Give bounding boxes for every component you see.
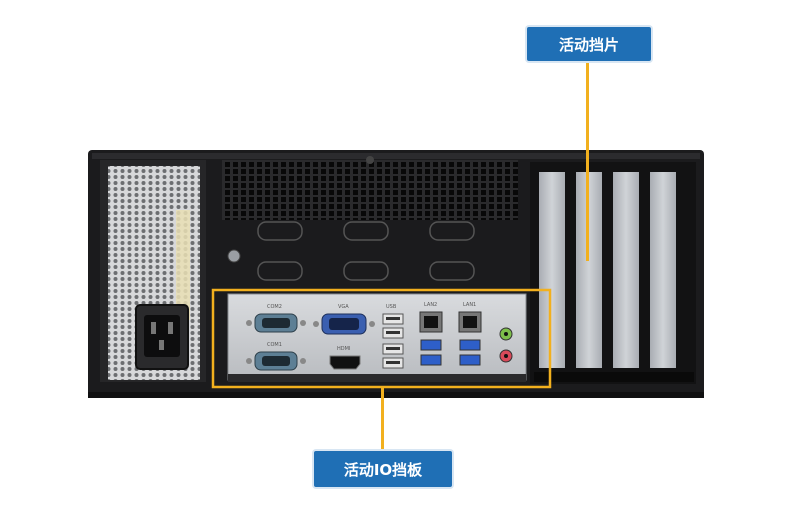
lan2-port[interactable]	[419, 311, 443, 333]
expansion-slot-brackets	[530, 162, 696, 384]
com2-port[interactable]	[246, 313, 306, 333]
ground-screw	[227, 249, 241, 263]
power-supply	[100, 160, 206, 382]
power-inlet[interactable]	[135, 304, 189, 370]
com1-label: COM1	[267, 342, 282, 348]
hdmi-port[interactable]	[329, 355, 361, 370]
vent-grill-top	[222, 160, 518, 220]
usb3-ports-a[interactable]	[420, 339, 442, 366]
lan1-port[interactable]	[458, 311, 482, 333]
usb3-ports-b[interactable]	[459, 339, 481, 366]
slot-leader-line	[586, 61, 589, 261]
com2-label: COM2	[267, 304, 282, 310]
vga-label: VGA	[338, 304, 349, 310]
vga-port[interactable]	[313, 313, 375, 335]
com1-port[interactable]	[246, 351, 306, 371]
slot-bracket-callout: 活动挡片	[527, 27, 651, 61]
usb-label: USB	[386, 304, 397, 310]
usb-ports[interactable]	[382, 313, 404, 369]
lan1-label: LAN1	[463, 302, 476, 308]
io-leader-line	[381, 387, 384, 451]
io-shield-callout: 活动IO挡板	[314, 451, 452, 487]
lan2-label: LAN2	[424, 302, 437, 308]
db-knockouts	[257, 221, 475, 281]
hdmi-label: HDMI	[337, 346, 350, 352]
